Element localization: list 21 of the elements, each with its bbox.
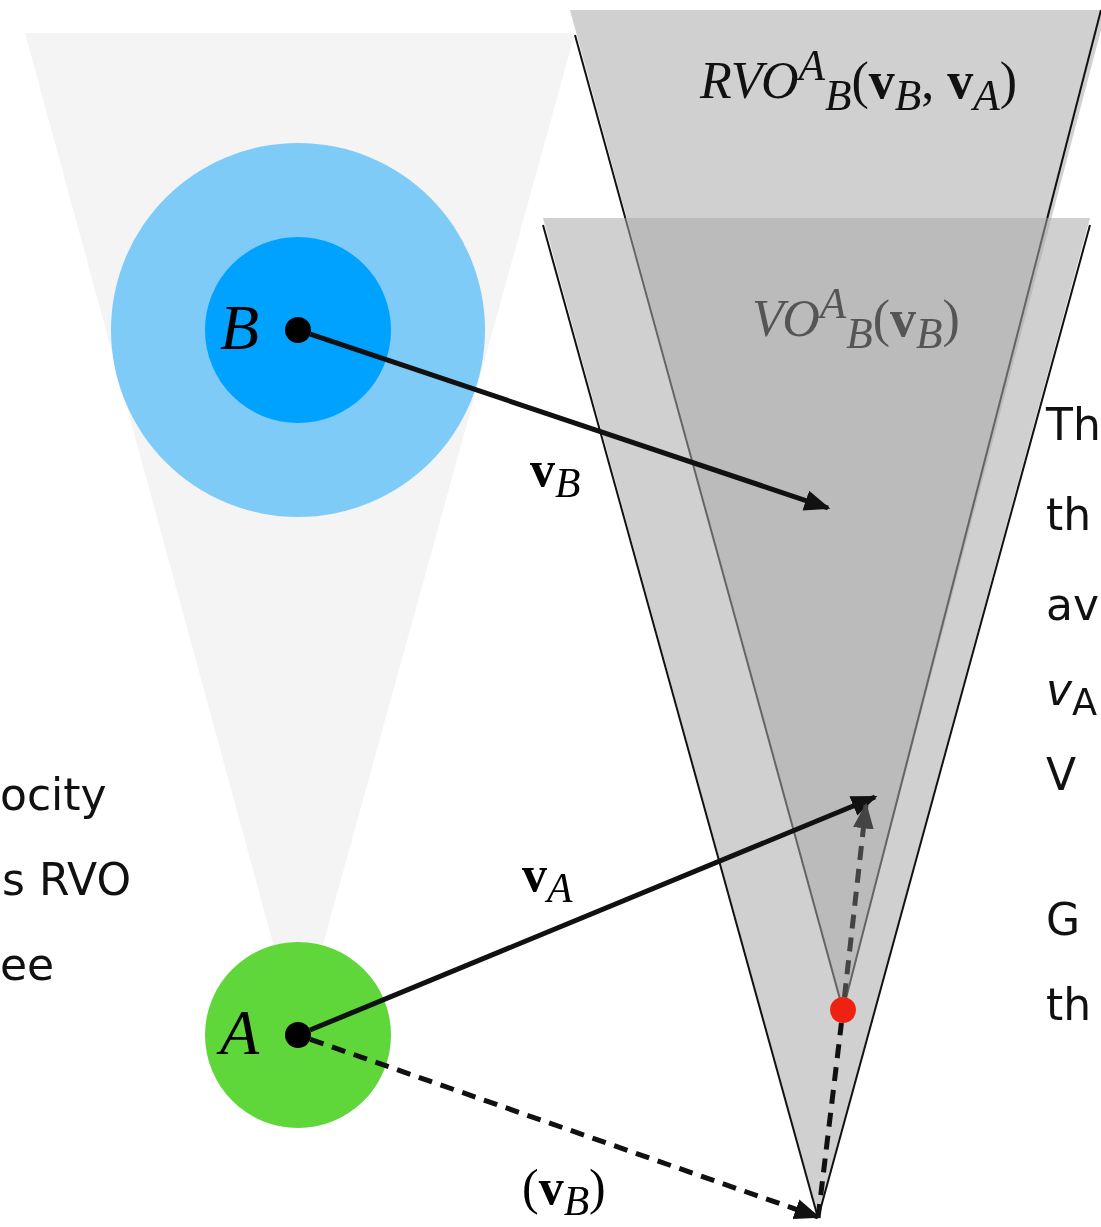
text-fragment: ee (0, 938, 55, 992)
text-fragment: s RVO (2, 853, 132, 907)
text-fragment: ocity (0, 768, 107, 822)
text-fragment: Th (1046, 398, 1101, 452)
text-fragment: av (1046, 578, 1099, 632)
text-fragment: V (1046, 748, 1077, 802)
formula-label: RVO$^{A}$$_{B}$(v$_{B}$, v$_{A}$) (700, 40, 1018, 120)
edge-label: (v$_{B}$) (522, 1158, 606, 1225)
edge-label: v$_{B}$ (530, 440, 581, 507)
formula-label: VO$^{A}$$_{B}$(v$_{B}$) (752, 278, 960, 358)
text-fragment: th (1046, 488, 1092, 542)
point-marker (830, 997, 856, 1023)
edge-label: v$_{A}$ (522, 845, 573, 912)
arrow (309, 331, 831, 511)
agent-label: B (220, 291, 260, 365)
arrow (309, 794, 878, 1033)
dashed-arrow (841, 802, 874, 998)
dashed-line (815, 1022, 844, 1219)
text-fragment: v$_{A}$ (1046, 663, 1098, 726)
text-fragment: G (1046, 893, 1081, 947)
text-fragment: th (1046, 978, 1092, 1032)
